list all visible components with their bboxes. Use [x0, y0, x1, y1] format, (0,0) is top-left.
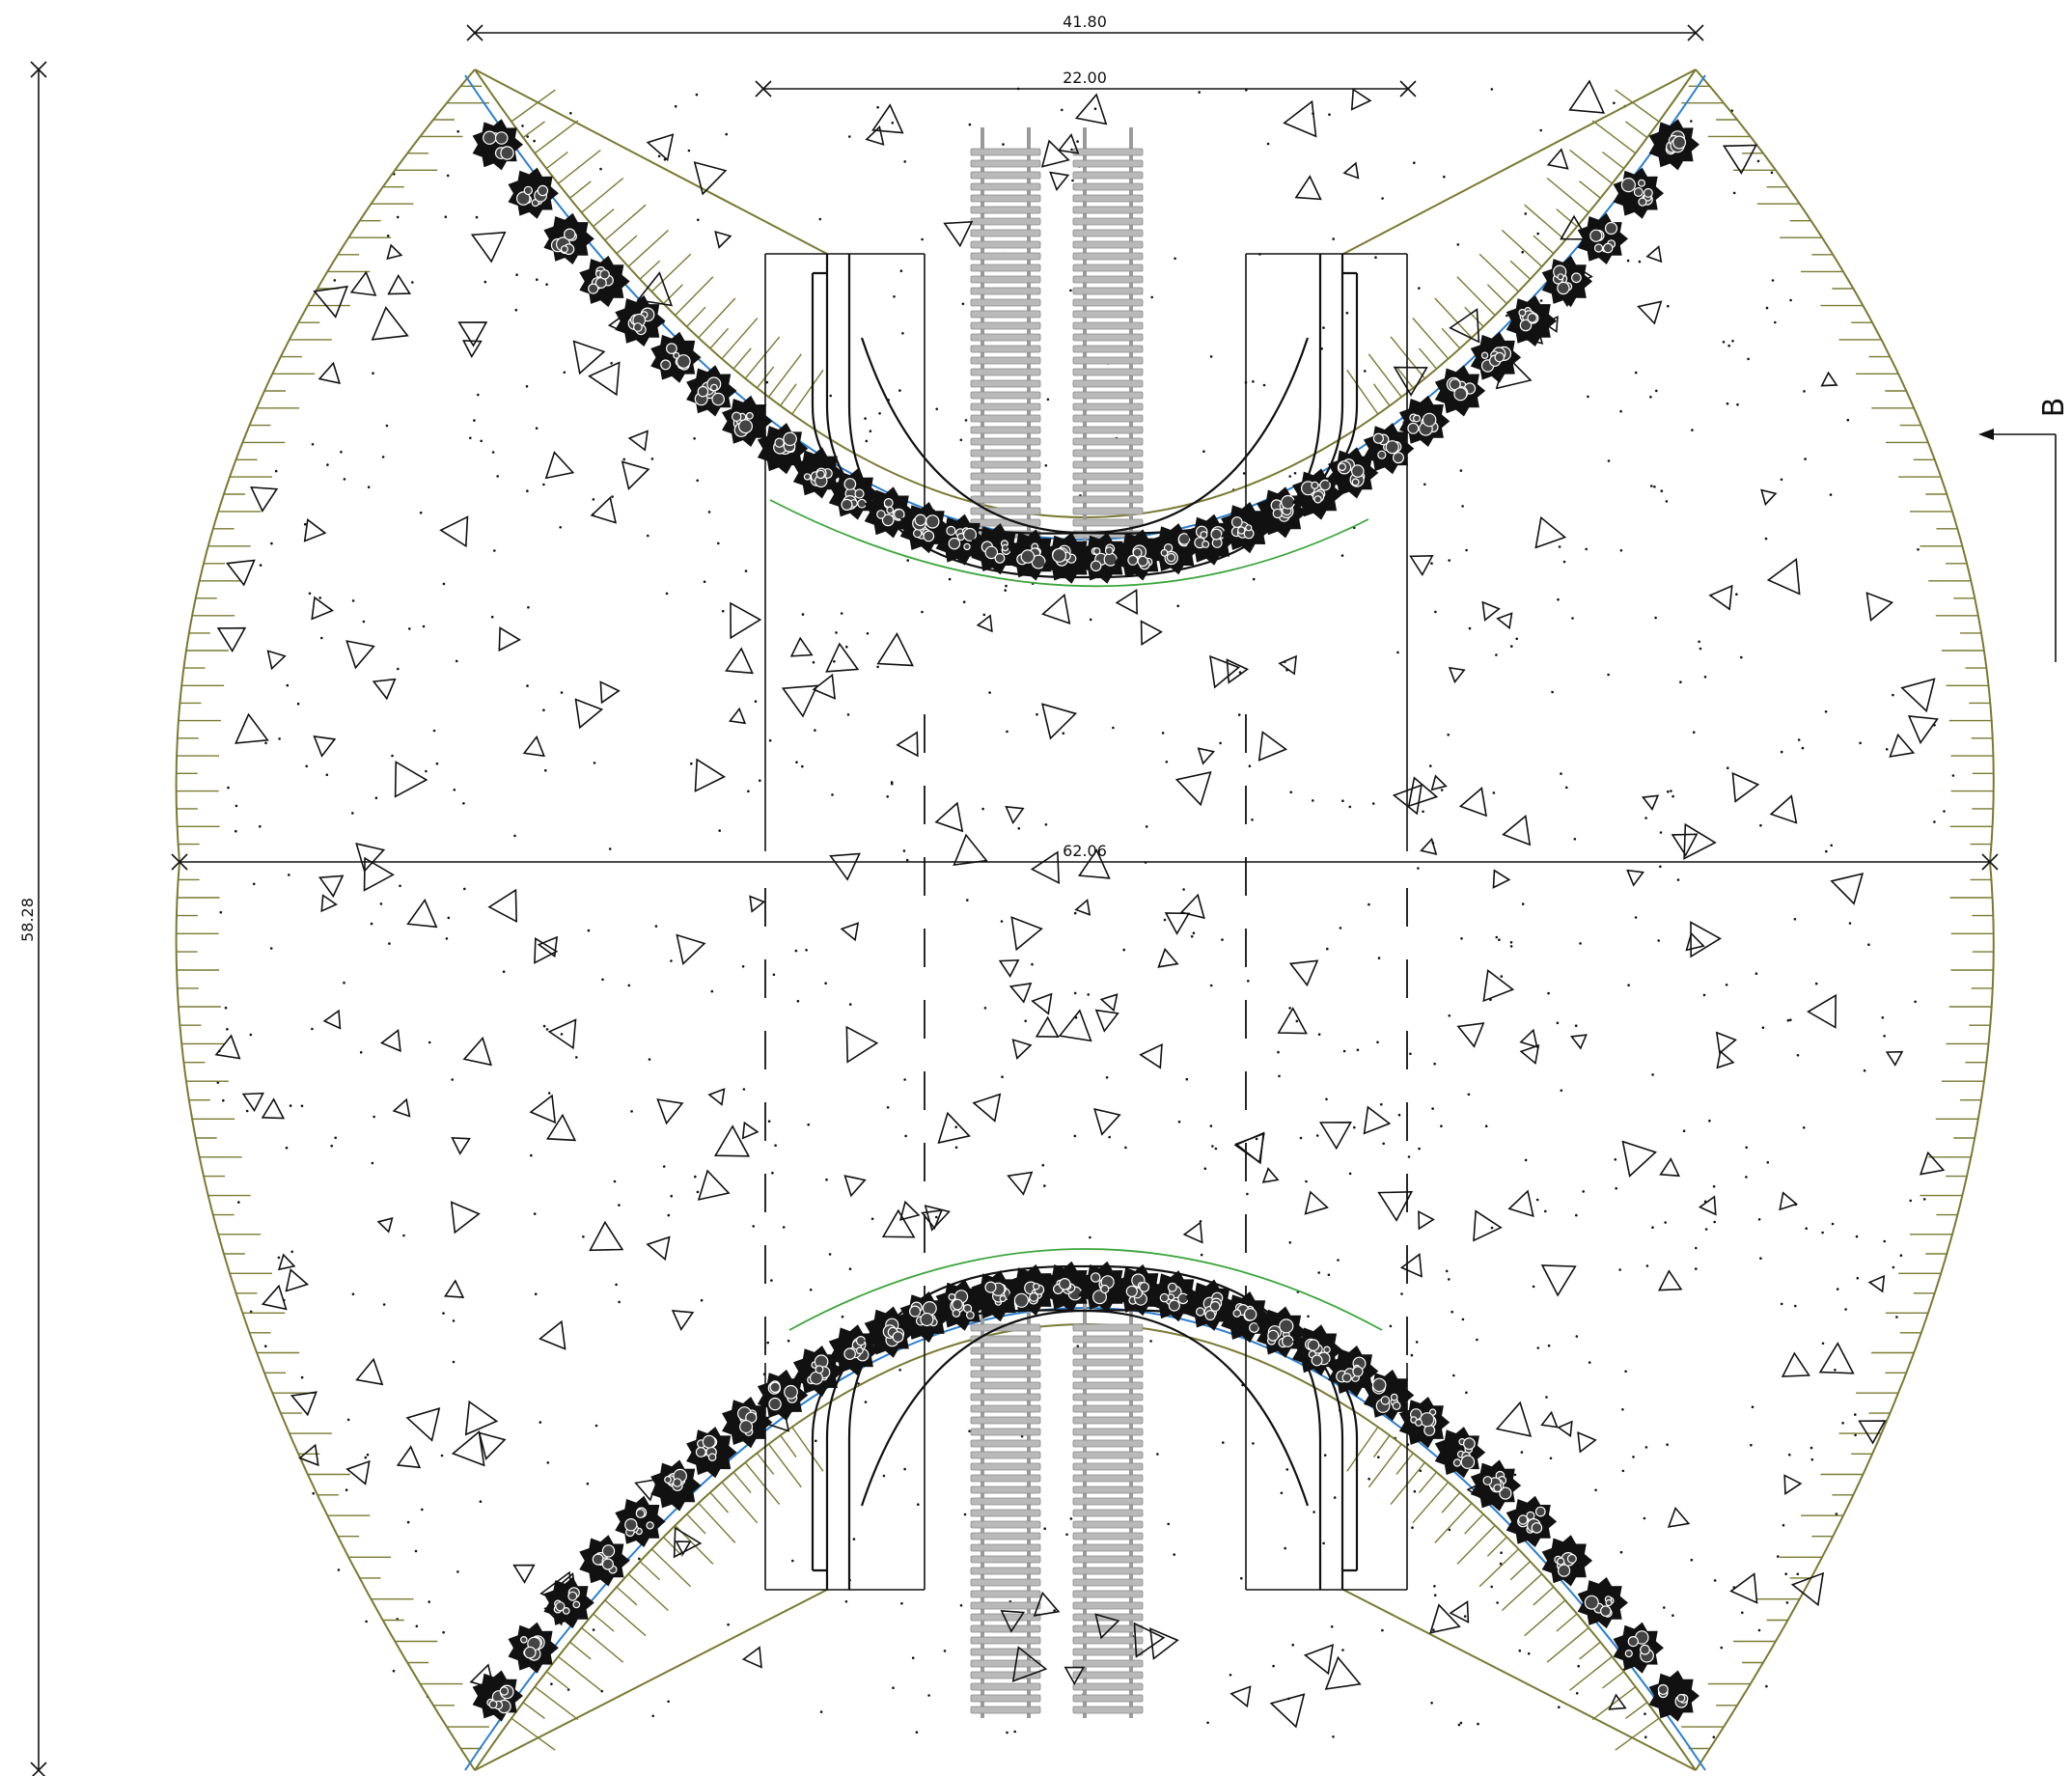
tree-icon: [1149, 1270, 1201, 1322]
tree-icon: [1042, 1261, 1093, 1313]
dimension-left: 58.28: [18, 61, 47, 1776]
tree-icon: [1042, 532, 1093, 584]
tree-icon: [1434, 365, 1486, 417]
tree-icon: [1078, 1261, 1129, 1313]
tree-icon: [543, 1576, 594, 1629]
tree-icon: [1577, 1576, 1628, 1629]
slope-hatching: [176, 85, 1994, 1751]
section-label: B: [2037, 398, 2071, 418]
tree-icon: [1078, 532, 1129, 584]
tree-icon: [1506, 294, 1558, 347]
tree-icon: [757, 423, 809, 475]
tree-icon: [1185, 513, 1236, 566]
abutments: [764, 253, 1408, 1591]
shrub-symbols: [214, 79, 1946, 1729]
tree-icon: [1007, 1263, 1058, 1317]
tree-icon: [864, 486, 916, 539]
dimension-top-outer: 41.80: [466, 13, 1704, 42]
tree-icon: [864, 1306, 916, 1358]
dimension-top-inner-label: 22.00: [1063, 69, 1107, 87]
dimension-left-label: 58.28: [18, 898, 37, 942]
tree-icon: [579, 255, 630, 308]
tree-icon: [1221, 1291, 1272, 1344]
tree-icon: [1506, 1495, 1558, 1547]
tree-icon: [935, 1279, 986, 1331]
tree-icon: [508, 167, 559, 219]
section-marker: B: [1978, 398, 2071, 662]
tree-icon: [1363, 423, 1415, 475]
tree-icon: [1398, 395, 1450, 447]
tree-icon: [1185, 1279, 1236, 1331]
tree-icon: [615, 294, 666, 347]
tree-icon: [1328, 1346, 1379, 1398]
dimension-middle: 62.06: [171, 842, 1999, 871]
tree-icon: [899, 502, 951, 554]
tree-icon: [1363, 1369, 1415, 1422]
tree-icon: [1613, 1622, 1664, 1674]
dimension-middle-label: 62.06: [1063, 842, 1107, 860]
tree-icon: [1328, 447, 1379, 499]
tree-icon: [650, 1459, 702, 1512]
tree-symbols: [472, 119, 1699, 1722]
tree-icon: [1221, 502, 1272, 554]
tree-icon: [686, 1427, 737, 1479]
dimension-top-outer-label: 41.80: [1063, 13, 1107, 31]
tree-icon: [935, 513, 986, 566]
tree-icon: [472, 119, 523, 171]
railway-tracks: [970, 127, 1144, 1718]
dimension-top-inner: 22.00: [755, 69, 1417, 97]
tree-icon: [543, 212, 594, 264]
tree-icon: [686, 365, 737, 417]
tree-icon: [1398, 1397, 1450, 1449]
tree-icon: [1470, 1459, 1522, 1512]
tree-icon: [1648, 1670, 1699, 1722]
tree-icon: [615, 1495, 666, 1547]
tree-icon: [508, 1622, 559, 1674]
tree-icon: [1577, 212, 1628, 264]
tree-icon: [1541, 255, 1593, 308]
tree-icon: [650, 331, 702, 383]
tree-icon: [899, 1291, 951, 1344]
tree-icon: [472, 1670, 523, 1722]
tree-icon: [757, 1369, 809, 1422]
green-arc-top: [769, 499, 1369, 588]
tree-icon: [1648, 119, 1699, 171]
tree-icon: [1434, 1427, 1486, 1479]
green-arc-bottom: [788, 1248, 1383, 1331]
tree-icon: [1613, 167, 1664, 219]
tree-icon: [722, 1397, 773, 1449]
tree-icon: [722, 395, 773, 447]
wing-walls: [474, 69, 1697, 1771]
dashed-centerlines: [764, 714, 1408, 1363]
tree-icon: [579, 1535, 630, 1587]
tree-icon: [1470, 331, 1522, 383]
tree-icon: [1007, 529, 1058, 581]
tree-icon: [1149, 523, 1201, 575]
tree-icon: [1541, 1535, 1593, 1587]
